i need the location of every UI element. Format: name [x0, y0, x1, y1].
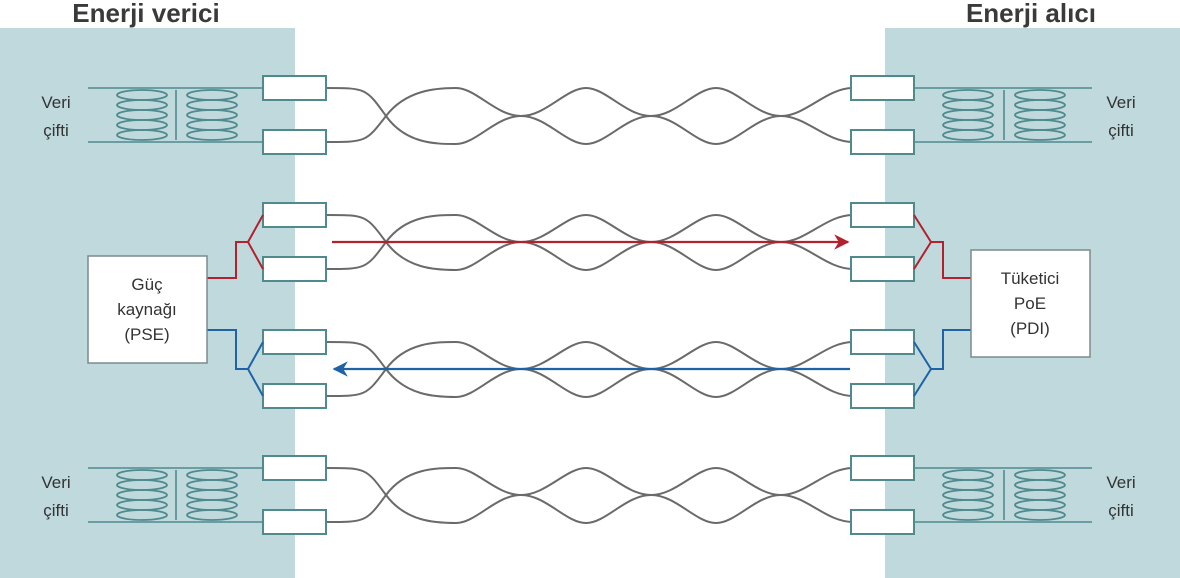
data-pair-label-bottom-right-line1: Veri: [1106, 473, 1135, 492]
data-pair-label-top-right-line2: çifti: [1108, 121, 1134, 140]
power-source-label-line3: (PSE): [124, 325, 169, 344]
data-pair-label-bottom-left-line2: çifti: [43, 501, 69, 520]
transmitter-connectors: [262, 75, 327, 535]
data-pair-label-bottom-right-line2: çifti: [1108, 501, 1134, 520]
pd-wiring: [913, 214, 971, 397]
data-pair-label-bottom-left-line1: Veri: [41, 473, 70, 492]
twisted-pair-4: [325, 466, 854, 525]
data-pair-label-top-left-line2: çifti: [43, 121, 69, 140]
consumer-box: [970, 249, 1091, 358]
twisted-pair-2: [325, 213, 854, 272]
data-pair-label-top-left-line1: Veri: [41, 93, 70, 112]
power-source-box: [87, 255, 208, 364]
twisted-pair-1: [325, 86, 854, 146]
transformer-coils: [116, 89, 1066, 521]
transmitter-heading: Enerji verici: [72, 0, 219, 28]
transformer-leads: [88, 87, 1092, 523]
consumer-label-line2: PoE: [1014, 294, 1046, 313]
power-source-label-line2: kaynağı: [117, 300, 177, 319]
data-pair-label-top-right-line1: Veri: [1106, 93, 1135, 112]
consumer-label-line1: Tüketici: [1001, 269, 1060, 288]
pse-wiring: [207, 214, 264, 397]
power-source-label-line1: Güç: [131, 275, 163, 294]
receiver-connectors: [850, 75, 915, 535]
consumer-label-line3: (PDI): [1010, 319, 1050, 338]
receiver-heading: Enerji alıcı: [966, 0, 1096, 28]
twisted-pair-3: [325, 340, 854, 399]
